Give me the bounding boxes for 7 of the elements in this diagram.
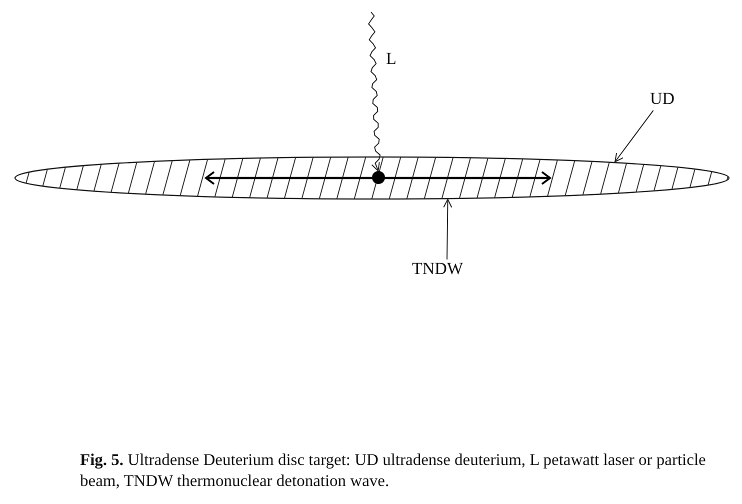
figure-caption: Fig. 5. Ultradense Deuterium disc target: UD ultradense deuterium, L petawatt laser or particle beam, TNDW thermonuclear detonation wave. (80, 450, 707, 492)
part-label: UD (650, 90, 686, 110)
beam-arrow (368, 12, 381, 172)
leader-line (443, 198, 452, 260)
beam-label: L (386, 50, 396, 67)
leader-line (614, 110, 654, 162)
part-label: TNDW (412, 260, 482, 280)
